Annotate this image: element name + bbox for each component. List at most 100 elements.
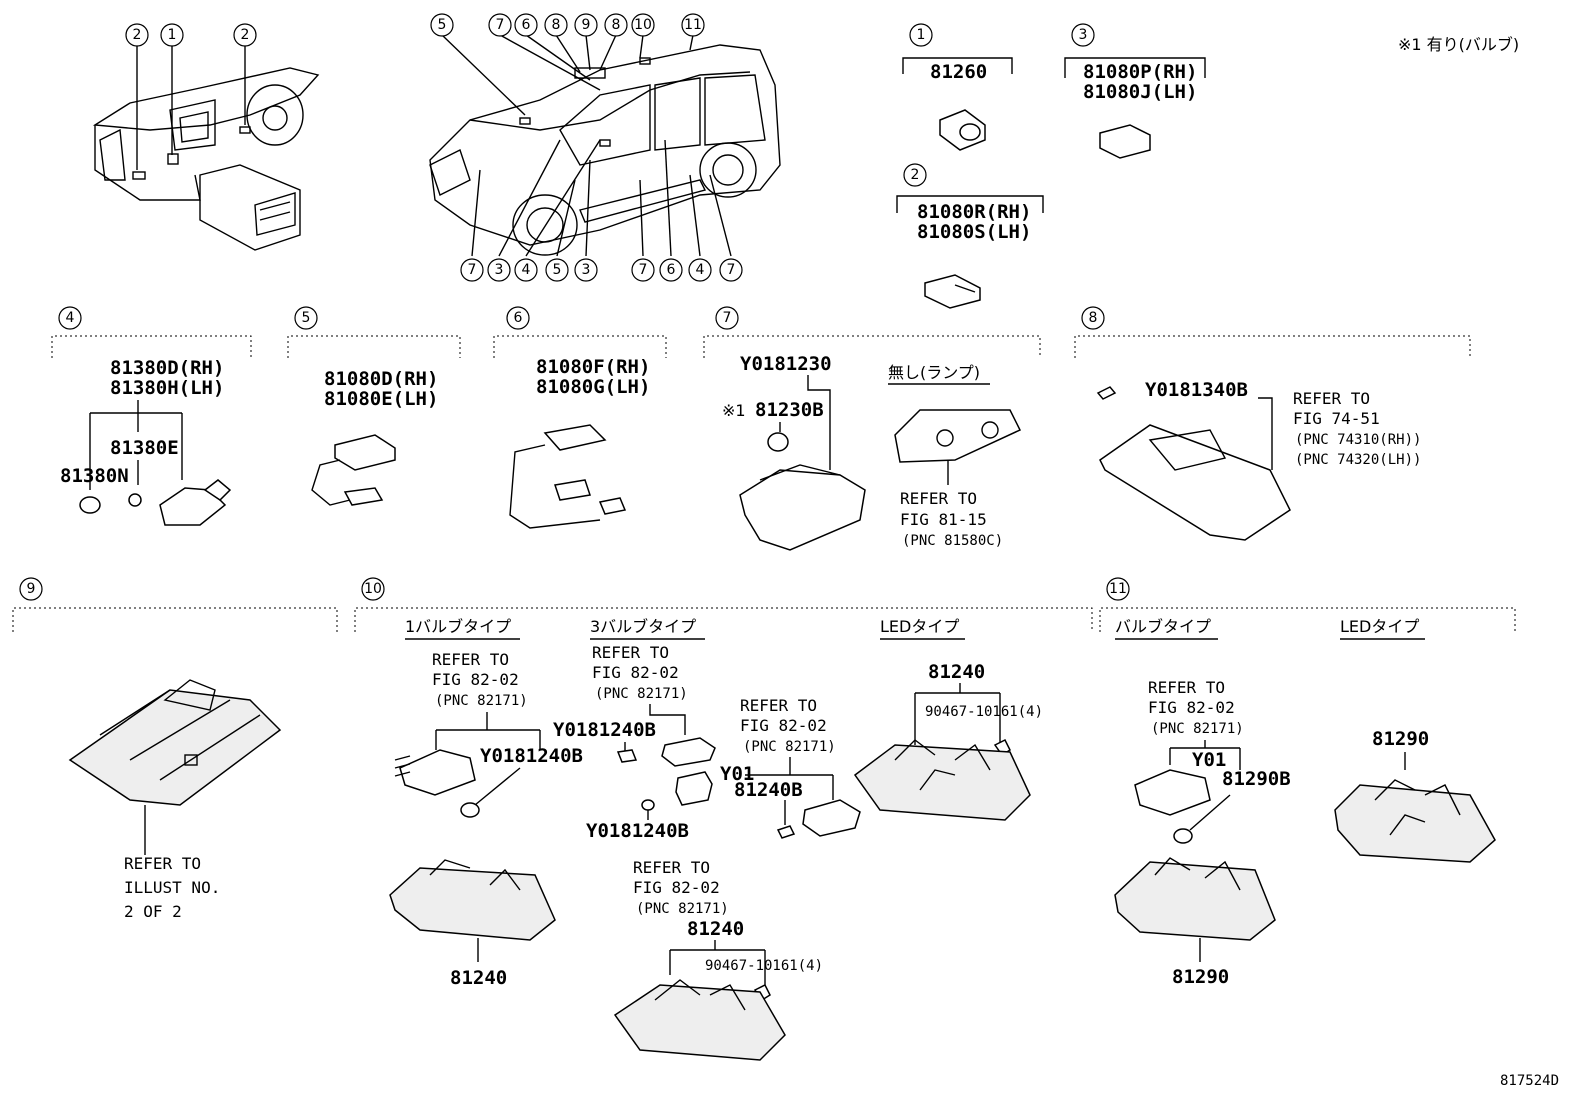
part-81380E: 81380E — [110, 437, 179, 459]
sec7-fig: FIG 81-15 — [900, 510, 987, 529]
sec8-fig: FIG 74-51 — [1293, 409, 1380, 428]
sec11-fig: FIG 82-02 — [1148, 698, 1235, 717]
part-81080E: 81080E(LH) — [324, 388, 438, 410]
callout-10: 10 — [634, 17, 652, 33]
sec10b-pnc: (PNC 82171) — [595, 686, 688, 702]
section-2-num: 2 — [911, 167, 920, 183]
no-lamp-label: 無し(ランプ) — [888, 363, 980, 382]
lamp-socket-led-side — [802, 799, 861, 837]
sec10a-refer: REFER TO — [432, 650, 509, 669]
lens-1bulb — [389, 859, 556, 941]
sec11-pnc: (PNC 82171) — [1151, 721, 1244, 737]
screw-90467-b: 90467-10161(4) — [705, 958, 823, 974]
figure-number: 817524D — [1500, 1073, 1559, 1089]
lens-led — [853, 739, 1031, 821]
callout-7: 7 — [496, 17, 505, 33]
part-81080R: 81080R(RH) — [917, 201, 1031, 223]
section-3-num: 3 — [1079, 27, 1088, 43]
part-81080F: 81080F(RH) — [536, 356, 650, 378]
bulb-note-mark: ※1 — [722, 401, 746, 420]
step-lamp-part — [1099, 124, 1151, 159]
section-7: 7 Y0181230 ※1 81230B 無し(ランプ) REFER TO FI… — [703, 306, 1041, 551]
part-81240-b: 81240 — [687, 918, 744, 940]
lamp-socket-1bulb — [394, 749, 476, 796]
sec10c-refer: REFER TO — [633, 858, 710, 877]
sec10a-fig: FIG 82-02 — [432, 670, 519, 689]
part-81080D: 81080D(RH) — [324, 368, 438, 390]
part-81380H: 81380H(LH) — [110, 377, 224, 399]
section-4-num: 4 — [66, 310, 75, 326]
callout-8: 8 — [612, 17, 621, 33]
section-6: 6 81080F(RH) 81080G(LH) — [493, 306, 667, 529]
glove-lamp-parts — [739, 432, 866, 551]
callout-5: 5 — [438, 17, 447, 33]
section-8-num: 8 — [1089, 310, 1098, 326]
sun-visor — [1099, 424, 1291, 541]
section-7-num: 7 — [723, 310, 732, 326]
lamp-socket-11 — [1134, 769, 1211, 816]
sec8-pnc-rh: (PNC 74310(RH)) — [1295, 432, 1421, 448]
bulb-81240B: 81240B — [734, 779, 803, 801]
section-10: 10 1バルブタイプ REFER TO FIG 82-02 (PNC 82171… — [354, 577, 1093, 1061]
bulb-Y01-b: Y01 — [1192, 749, 1226, 771]
door-lamp-part — [924, 274, 981, 309]
section-1: 1 81260 — [902, 23, 1013, 151]
sec10d-pnc: (PNC 82171) — [743, 739, 836, 755]
part-Y0181340B: Y0181340B — [1145, 379, 1248, 401]
callout-6: 6 — [667, 262, 676, 278]
callout-3: 3 — [582, 262, 591, 278]
part-81080S: 81080S(LH) — [917, 221, 1031, 243]
sec8-refer: REFER TO — [1293, 389, 1370, 408]
part-81080J: 81080J(LH) — [1083, 81, 1197, 103]
section-6-num: 6 — [514, 310, 523, 326]
part-81380D: 81380D(RH) — [110, 357, 224, 379]
overhead-console — [68, 679, 282, 806]
callout-2: 2 — [133, 27, 142, 43]
part-81230B: 81230B — [755, 399, 824, 421]
section-4: 4 81380D(RH) 81380H(LH) 81380E 81380N — [51, 306, 252, 526]
sec10c-pnc: (PNC 82171) — [636, 901, 729, 917]
callout-1: 1 — [168, 27, 177, 43]
sec8-pnc-lh: (PNC 74320(LH)) — [1295, 452, 1421, 468]
section-5-num: 5 — [302, 310, 311, 326]
section-11-num: 11 — [1109, 581, 1127, 597]
type-3-bulb: 3バルブタイプ — [590, 617, 696, 636]
bulb-note: ※1 有り(バルブ) — [1398, 35, 1519, 54]
part-81380N: 81380N — [60, 465, 129, 487]
callout-2: 2 — [241, 27, 250, 43]
callout-9: 9 — [582, 17, 591, 33]
section-8: 8 Y0181340B REFER TO FIG 74-51 (PNC 7431… — [1074, 306, 1471, 541]
callout-11: 11 — [684, 17, 702, 33]
sec7-pnc: (PNC 81580C) — [902, 533, 1003, 549]
lens-11-bulb — [1114, 857, 1276, 941]
section-9: 9 REFER TO ILLUST NO. 2 OF 2 — [12, 577, 338, 921]
screw-90467-a: 90467-10161(4) — [925, 704, 1043, 720]
sec9-refer: REFER TO — [124, 854, 201, 873]
section-3: 3 81080P(RH) 81080J(LH) — [1064, 23, 1206, 159]
type-led: LEDタイプ — [880, 617, 959, 636]
vanity-lamp-cover — [894, 409, 1022, 463]
part-81240-c: 81240 — [928, 661, 985, 683]
courtesy-lamp-part — [939, 109, 986, 151]
dashboard-illustration — [92, 67, 320, 251]
lens-3bulb — [613, 979, 786, 1061]
part-81080G: 81080G(LH) — [536, 376, 650, 398]
section-5: 5 81080D(RH) 81080E(LH) — [287, 306, 461, 506]
sec10d-fig: FIG 82-02 — [740, 716, 827, 735]
lamp-socket-3bulb — [661, 737, 716, 806]
section-11: 11 バルブタイプ REFER TO FIG 82-02 (PNC 82171)… — [1099, 577, 1516, 988]
bulb-Y0181240B-a: Y0181240B — [480, 745, 583, 767]
callout-7: 7 — [468, 262, 477, 278]
callout-7: 7 — [727, 262, 736, 278]
sec11-refer: REFER TO — [1148, 678, 1225, 697]
section-2: 2 81080R(RH) 81080S(LH) — [896, 163, 1044, 309]
bulb-Y0181240B-b: Y0181240B — [553, 719, 656, 741]
part-81290-b: 81290 — [1372, 728, 1429, 750]
part-81080P: 81080P(RH) — [1083, 61, 1197, 83]
callout-6: 6 — [522, 17, 531, 33]
sec10c-fig: FIG 82-02 — [633, 878, 720, 897]
callout-7: 7 — [639, 262, 648, 278]
bulb-Y0181240B-c: Y0181240B — [586, 820, 689, 842]
callout-5: 5 — [553, 262, 562, 278]
